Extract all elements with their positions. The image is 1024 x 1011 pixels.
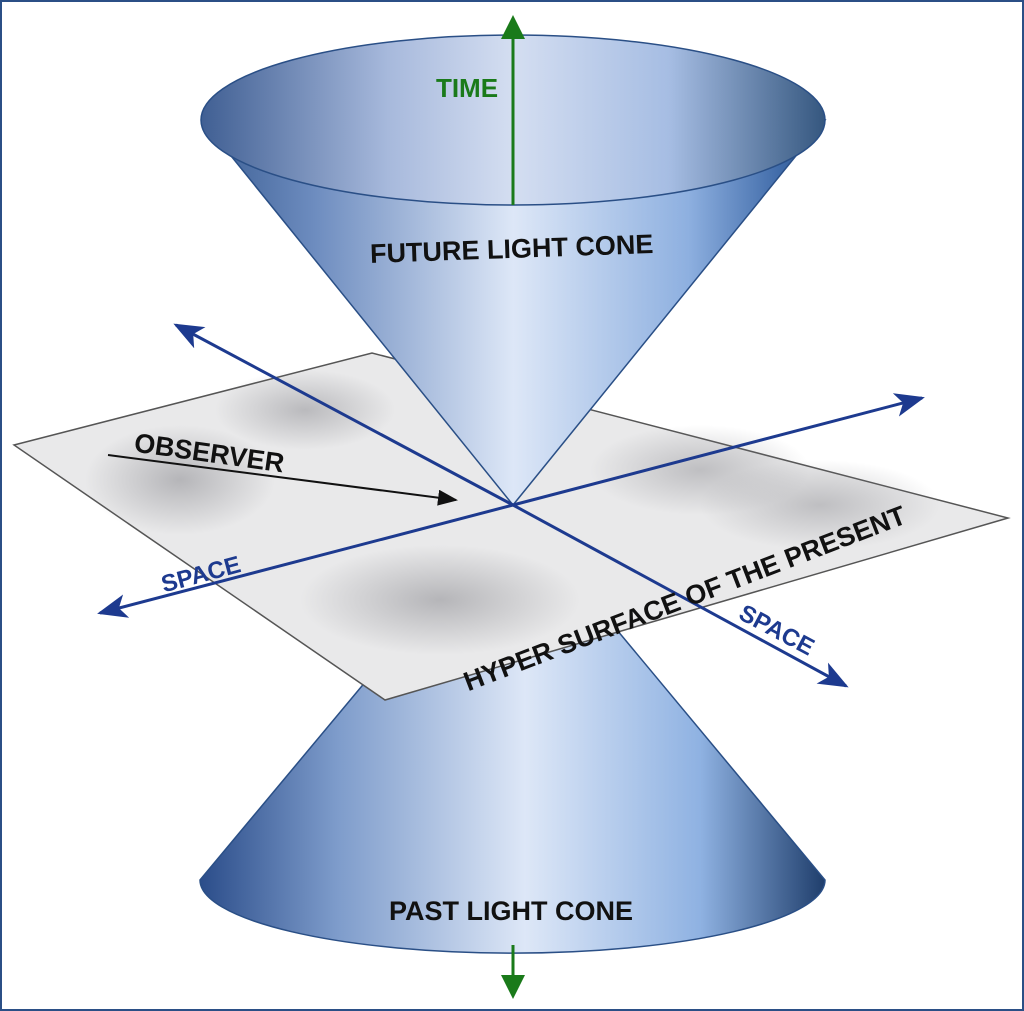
past-light-cone-label: PAST LIGHT CONE — [389, 896, 633, 926]
time-label: TIME — [436, 73, 498, 103]
space-axis-left — [97, 503, 514, 618]
space-axis-upper-left — [173, 323, 514, 507]
space-axis-lower-right — [512, 503, 849, 688]
past-light-cone — [199, 503, 826, 954]
observer-arrow — [107, 454, 458, 506]
space-axis-right — [512, 393, 925, 507]
hypersurface-plane — [12, 352, 1011, 701]
